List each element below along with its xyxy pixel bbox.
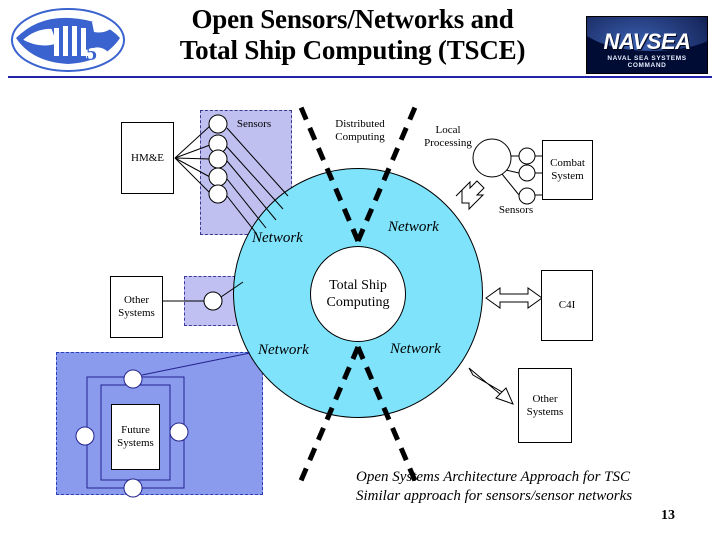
- other-systems-right-label-2: Systems: [526, 405, 564, 418]
- network-label-top-left: Network: [252, 230, 303, 246]
- other-systems-left-label-2: Systems: [118, 307, 155, 319]
- network-label-bottom-left: Network: [258, 342, 309, 358]
- future-systems-box[interactable]: Future Systems: [111, 404, 160, 470]
- distributed-computing-label-1: Distributed: [335, 118, 385, 130]
- combat-system-label-1: Combat: [550, 157, 585, 169]
- local-processing-label: Local Processing: [416, 124, 480, 150]
- hme-box[interactable]: HM&E: [121, 122, 174, 194]
- c4i-box-label: C4I: [558, 299, 576, 311]
- local-processing-label-2: Processing: [424, 137, 472, 149]
- network-label-bottom-right: Network: [390, 341, 441, 357]
- navsea-wordmark: NAVSEA: [603, 29, 691, 54]
- core-label-line-2: Computing: [326, 295, 390, 310]
- future-systems-label-2: Systems: [117, 437, 154, 449]
- sensors-label-right: Sensors: [498, 204, 534, 216]
- ship-emblem-icon: 5: [8, 4, 128, 74]
- svg-text:5: 5: [86, 40, 97, 65]
- c4i-box[interactable]: C4I: [541, 270, 593, 341]
- other-systems-left-label-1: Other: [123, 294, 150, 306]
- combat-system-label-2: System: [551, 170, 584, 182]
- slide-caption: Open Systems Architecture Approach for T…: [356, 468, 704, 506]
- page-title: Open Sensors/Networks and Total Ship Com…: [125, 4, 580, 66]
- header-divider: [8, 76, 712, 78]
- future-systems-label-1: Future: [121, 424, 150, 436]
- network-label-top-right: Network: [388, 219, 439, 235]
- page-title-line-2: Total Ship Computing (TSCE): [179, 35, 526, 65]
- hme-box-label: HM&E: [131, 151, 164, 164]
- other-systems-box-right[interactable]: Other Systems: [518, 368, 572, 443]
- other-systems-box-left[interactable]: Other Systems: [110, 276, 163, 338]
- caption-line-2: Similar approach for sensors/sensor netw…: [356, 488, 633, 504]
- page-number: 13: [661, 508, 675, 523]
- core-label-line-1: Total Ship: [329, 278, 387, 293]
- other-systems-right-label-1: Other: [532, 392, 558, 405]
- distributed-computing-label-2: Computing: [335, 131, 385, 143]
- caption-line-1: Open Systems Architecture Approach for T…: [356, 469, 630, 485]
- navsea-logo: NAVSEA NAVAL SEA SYSTEMS COMMAND: [586, 16, 708, 74]
- local-processing-label-1: Local: [435, 124, 461, 136]
- combat-system-box[interactable]: Combat System: [542, 140, 593, 200]
- distributed-computing-label: Distributed Computing: [320, 118, 400, 144]
- navsea-subtitle: NAVAL SEA SYSTEMS COMMAND: [607, 55, 687, 69]
- total-ship-computing-core: Total Ship Computing: [310, 246, 406, 342]
- sensors-label-left: Sensors: [236, 118, 272, 130]
- page-title-line-1: Open Sensors/Networks and: [191, 4, 514, 34]
